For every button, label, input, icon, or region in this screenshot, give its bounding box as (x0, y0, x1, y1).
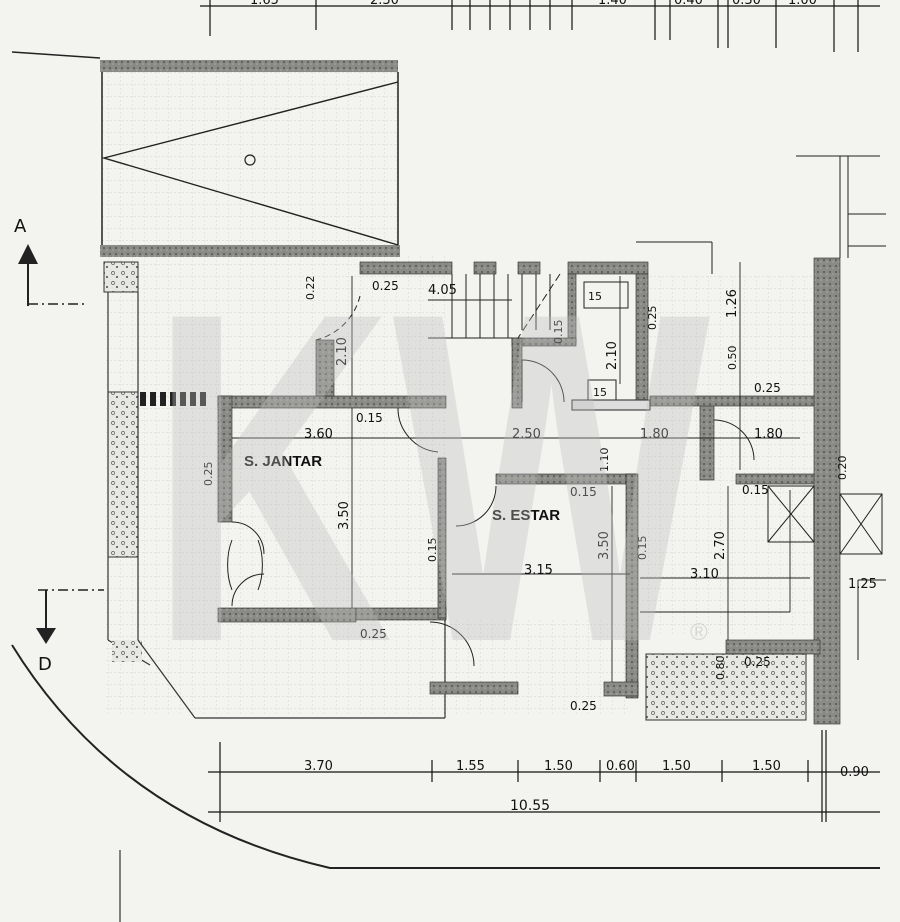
wc-fixtures (571, 281, 651, 411)
dim-bottom-6: 1.50 (752, 759, 781, 774)
doors (227, 295, 755, 667)
dim-bottom-total: 10.55 (510, 798, 550, 814)
dim-right-depth: 2.70 (713, 531, 728, 560)
dim-living-right-wall: 0.15 (636, 536, 649, 561)
dim-wc-wall: 0.25 (646, 306, 659, 331)
dim-wc-height: 2.10 (605, 341, 620, 370)
dim-corridor-wall: 0.22 (304, 276, 317, 301)
dim-living-depth: 3.50 (597, 531, 612, 560)
walls (217, 257, 841, 725)
wc-label-top: 15 (588, 290, 602, 303)
dim-bottom-5: 1.50 (662, 759, 691, 774)
wc-label-bottom: 15 (593, 386, 607, 399)
interior-dimension-lines (232, 262, 810, 682)
section-marker-a: A (14, 216, 88, 306)
dim-top-6: 1.00 (788, 0, 817, 8)
dim-dining-right-wall: 0.15 (426, 538, 439, 563)
staircase (428, 273, 561, 339)
dim-right-top: 1.80 (754, 427, 783, 442)
dim-left-wall: 0.25 (202, 462, 215, 487)
dim-bottom-2: 1.55 (456, 759, 485, 774)
room-label-dining: S. JANTAR (244, 453, 322, 470)
dim-hall-wall: 1.10 (598, 448, 611, 473)
dim-bottom-4: 0.60 (606, 759, 635, 774)
top-dimension-labels: 1.65 2.30 1.40 0.40 0.30 1.00 (250, 0, 817, 8)
interior-dimension-labels: 3.60 2.50 4.05 1.80 1.80 3.15 3.10 1.25 … (304, 279, 877, 713)
top-dimension-line (200, 0, 880, 52)
dim-top-4: 0.40 (674, 0, 703, 8)
room-label-living: S. ESTAR (492, 507, 560, 524)
section-d-label: D (38, 654, 52, 675)
dim-right-width: 3.10 (690, 567, 719, 582)
garage-block (100, 60, 400, 257)
dim-right-wall: 0.25 (754, 381, 781, 395)
dim-hall-width: 2.50 (512, 427, 541, 442)
dim-garden-top: 0.25 (744, 655, 771, 669)
dim-bottom-7: 0.90 (840, 765, 869, 780)
dim-living-width: 3.15 (524, 563, 553, 578)
site-boundary-line (11, 51, 101, 59)
vertical-dimension-labels: 3.50 3.50 2.70 2.10 2.10 1.26 0.50 0.25 … (202, 276, 849, 681)
dim-top-5: 0.30 (732, 0, 761, 8)
dim-right-small: 0.15 (742, 483, 769, 497)
dim-bottom-1: 3.70 (304, 759, 333, 774)
dim-side-v: 0.20 (836, 456, 849, 481)
dim-hall-height: 2.10 (335, 337, 350, 366)
bottom-dimension-lines (208, 730, 880, 822)
columns (636, 155, 886, 660)
dim-stair-wall: 0.15 (552, 320, 565, 345)
dim-dining-depth: 3.50 (337, 501, 352, 530)
left-planter (107, 391, 139, 558)
bottom-garden (645, 653, 807, 721)
tiled-floor-areas (100, 66, 820, 715)
dim-right-pillar: 0.50 (726, 346, 739, 371)
dim-living-top: 0.15 (570, 485, 597, 499)
bottom-dimension-labels: 3.70 1.55 1.50 0.60 1.50 1.50 0.90 10.55 (304, 759, 869, 814)
dim-right-upper: 1.26 (725, 289, 740, 318)
dim-side-right: 1.25 (848, 577, 877, 592)
dim-top-1: 1.65 (250, 0, 279, 8)
dim-dining-bottom: 0.25 (360, 627, 387, 641)
dim-bottom-3: 1.50 (544, 759, 573, 774)
site-curve (11, 644, 880, 869)
dim-living-bottom: 0.25 (570, 699, 597, 713)
dim-dining-width: 3.60 (304, 427, 333, 442)
dim-hall-gap: 1.80 (640, 427, 669, 442)
dim-dining-top: 0.15 (356, 411, 383, 425)
dim-stair-length: 4.05 (428, 283, 457, 298)
dim-top-3: 1.40 (598, 0, 627, 8)
dim-top-2: 2.30 (370, 0, 399, 8)
section-marker-d: D (36, 589, 104, 675)
dim-corridor-top: 0.25 (372, 279, 399, 293)
section-a-label: A (14, 216, 27, 237)
dim-garden-wall: 0.80 (714, 656, 727, 681)
